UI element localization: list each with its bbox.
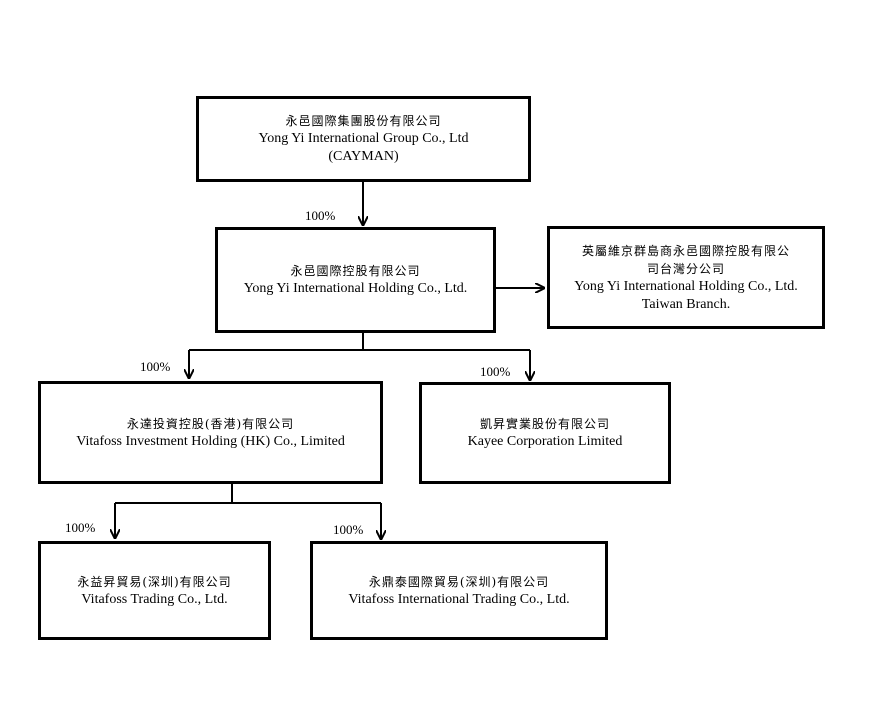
- node-label-zh: 永鼎泰國際貿易(深圳)有限公司: [368, 574, 550, 589]
- pct-hk-to-trading: 100%: [65, 520, 96, 535]
- node-label-en: Yong Yi International Holding Co., Ltd.: [243, 281, 468, 296]
- node-taiwan-branch: 英屬維京群島商永邑國際控股有限公 司台灣分公司 Yong Yi Internat…: [547, 226, 825, 329]
- pct-hk-to-intl: 100%: [333, 522, 364, 537]
- pct-holding-to-kayee: 100%: [480, 364, 511, 379]
- node-label-en: Vitafoss International Trading Co., Ltd.: [348, 591, 570, 607]
- node-label-zh: 永達投資控股(香港)有限公司: [126, 416, 295, 431]
- node-kayee: 凱昇實業股份有限公司 Kayee Corporation Limited: [419, 382, 671, 484]
- node-label-en: Yong Yi International Group Co., Ltd: [258, 131, 469, 146]
- node-label-zh: 凱昇實業股份有限公司: [479, 417, 610, 431]
- node-label-zh: 永邑國際集團股份有限公司: [285, 114, 442, 128]
- node-label-zh: 永益昇貿易(深圳)有限公司: [77, 574, 232, 589]
- node-label-en-2: Taiwan Branch.: [641, 296, 731, 312]
- node-yong-yi-holding: 永邑國際控股有限公司 Yong Yi International Holding…: [215, 227, 496, 333]
- pct-group-to-holding: 100%: [305, 208, 336, 223]
- node-vitafoss-trading: 永益昇貿易(深圳)有限公司 Vitafoss Trading Co., Ltd.: [38, 541, 271, 640]
- node-vitafoss-hk: 永達投資控股(香港)有限公司 Vitafoss Investment Holdi…: [38, 381, 383, 484]
- node-vitafoss-intl: 永鼎泰國際貿易(深圳)有限公司 Vitafoss International T…: [310, 541, 608, 640]
- node-label-zh-2: 司台灣分公司: [646, 261, 725, 276]
- node-yong-yi-group: 永邑國際集團股份有限公司 Yong Yi International Group…: [196, 96, 531, 182]
- node-label-en: Yong Yi International Holding Co., Ltd.: [574, 278, 798, 294]
- node-label-zh: 英屬維京群島商永邑國際控股有限公: [581, 243, 790, 258]
- node-label-zh: 永邑國際控股有限公司: [290, 264, 421, 278]
- node-label-en-2: (CAYMAN): [328, 149, 399, 164]
- pct-holding-to-vitafoss-hk: 100%: [140, 359, 171, 374]
- node-label-en: Vitafoss Investment Holding (HK) Co., Li…: [76, 433, 345, 449]
- node-label-en: Kayee Corporation Limited: [467, 434, 623, 449]
- node-label-en: Vitafoss Trading Co., Ltd.: [81, 591, 228, 607]
